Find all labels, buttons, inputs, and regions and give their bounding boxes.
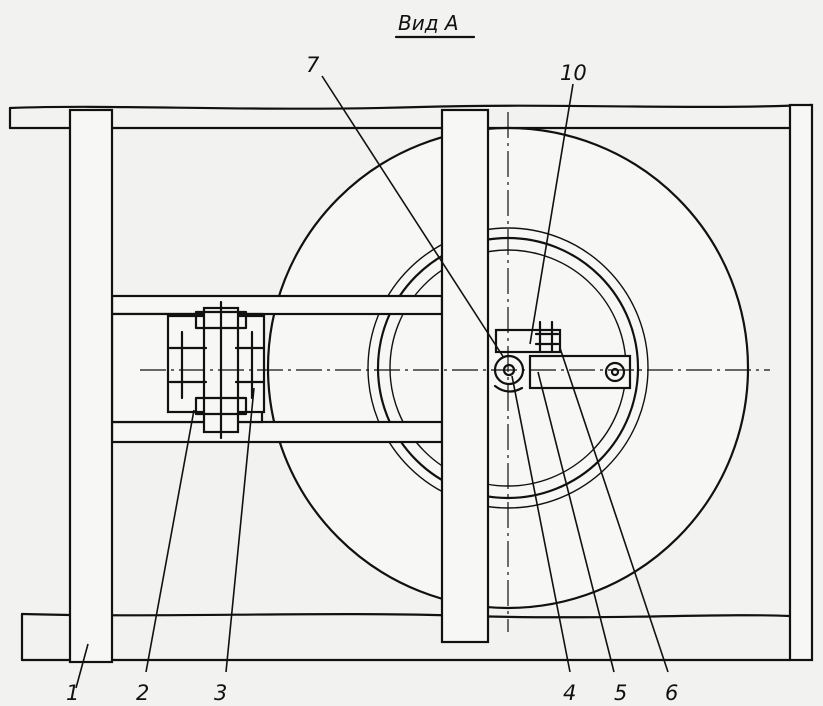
left-post <box>68 108 114 664</box>
hinge-bracket <box>493 320 632 393</box>
coupling-assembly <box>166 300 266 440</box>
bracket-top <box>494 328 562 354</box>
leader-10 <box>529 83 574 345</box>
frame-right-post <box>788 103 814 662</box>
callout-6: 6 <box>665 681 678 705</box>
coupling-ribs <box>168 346 266 384</box>
lever-end-bolt-center <box>610 367 620 377</box>
leader-3 <box>225 387 255 673</box>
frame-bottom-break-line <box>20 612 792 619</box>
upper-member <box>110 294 444 316</box>
lower-member <box>110 420 444 444</box>
callout-3: 3 <box>214 681 227 705</box>
frame-top-break-line <box>8 103 814 110</box>
leader-1 <box>75 643 89 689</box>
lever-end-bolt <box>604 361 626 383</box>
callout-1: 1 <box>66 681 79 705</box>
callout-5: 5 <box>614 681 627 705</box>
callout-7: 7 <box>306 53 320 77</box>
leader-7 <box>321 75 505 359</box>
leader-5 <box>537 371 615 673</box>
bracket-fastener <box>534 320 560 354</box>
view-title: Вид A <box>398 11 459 35</box>
leaders <box>75 75 669 689</box>
leader-2 <box>145 409 195 673</box>
callout-4: 4 <box>563 681 576 705</box>
center-post <box>440 108 490 644</box>
leader-4 <box>511 375 571 673</box>
callout-2: 2 <box>136 681 149 705</box>
leader-6 <box>559 347 669 673</box>
callout-10: 10 <box>560 61 587 85</box>
